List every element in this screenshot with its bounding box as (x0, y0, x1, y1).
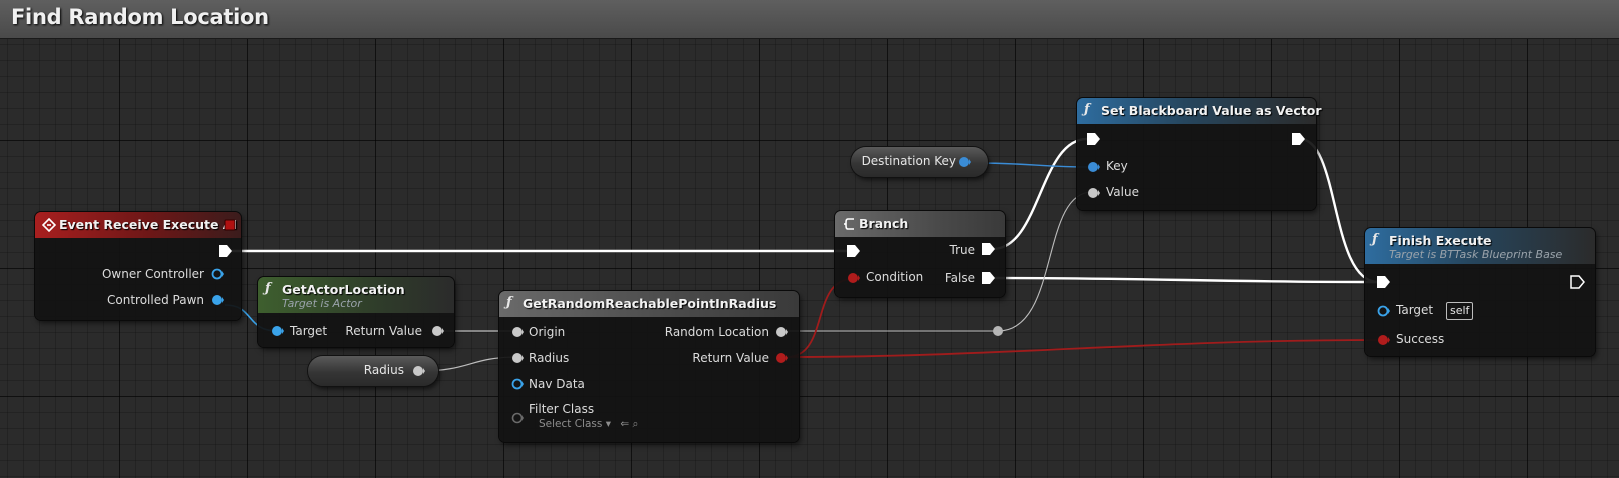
controlled-pawn-pin[interactable] (210, 293, 224, 307)
destination-key-out-pin[interactable] (957, 155, 971, 169)
value-label: Value (1106, 185, 1139, 199)
false-exec-pin[interactable] (981, 271, 997, 285)
success-label: Success (1396, 332, 1445, 346)
target-pin[interactable] (1376, 304, 1390, 318)
return-value-label: Return Value (692, 351, 769, 365)
exec-out-pin[interactable] (218, 244, 234, 258)
branch-node[interactable]: Branch True Condition False (835, 211, 1005, 297)
destination-key-label: Destination Key (861, 154, 956, 168)
node-header: ƒ Finish Execute Target is BTTask Bluepr… (1365, 228, 1595, 264)
function-icon: ƒ (1372, 232, 1378, 247)
struct-wire-destkey-key (974, 162, 1093, 168)
owner-controller-label: Owner Controller (101, 267, 204, 281)
use-selected-icon[interactable]: ⇐ (620, 418, 630, 430)
reroute-node[interactable] (993, 326, 1003, 336)
value-pin[interactable] (1086, 186, 1100, 200)
function-icon: ƒ (506, 295, 512, 310)
exec-out-pin[interactable] (1291, 132, 1307, 146)
exec-in-pin[interactable] (1086, 132, 1102, 146)
select-class-dropdown[interactable]: Select Class ▾ ⇐ ⌕ (539, 418, 638, 431)
nav-data-pin[interactable] (510, 377, 524, 391)
delegate-pin[interactable] (224, 219, 236, 231)
graph-title-bar: Find Random Location (0, 0, 1619, 39)
get-random-reachable-point-node[interactable]: ƒ GetRandomReachablePointInRadius Origin… (499, 291, 799, 442)
radius-variable-label: Radius (363, 363, 404, 377)
node-header: ƒ GetRandomReachablePointInRadius (499, 291, 799, 317)
node-title: Set Blackboard Value as Vector (1101, 103, 1322, 118)
node-title: Finish Execute (1389, 233, 1492, 248)
exec-wire-false-finish (992, 276, 1379, 284)
target-label: Target (1396, 303, 1434, 317)
node-subtitle: Target is BTTask Blueprint Base (1389, 248, 1563, 261)
target-label: Target (290, 324, 328, 338)
get-actor-location-node[interactable]: ƒ GetActorLocation Target is Actor Targe… (258, 277, 454, 347)
bool-wire-return-success (786, 339, 1379, 358)
exec-wire-true-setbb (992, 137, 1088, 251)
node-title: Branch (859, 216, 909, 231)
destination-key-variable-node[interactable]: Destination Key (851, 147, 988, 177)
controlled-pawn-label: Controlled Pawn (107, 293, 204, 307)
key-label: Key (1106, 159, 1128, 173)
target-pin[interactable] (270, 324, 284, 338)
radius-label: Radius (529, 351, 570, 365)
select-class-value: Select Class (539, 418, 603, 430)
radius-in-pin[interactable] (510, 351, 524, 365)
filter-class-label: Filter Class (529, 402, 595, 416)
node-title: GetRandomReachablePointInRadius (523, 296, 777, 311)
node-title: Event Receive Execute AI (59, 217, 238, 232)
branch-icon (844, 218, 854, 230)
finish-execute-node[interactable]: ƒ Finish Execute Target is BTTask Bluepr… (1365, 228, 1595, 356)
radius-variable-node[interactable]: Radius (308, 356, 438, 386)
random-location-pin[interactable] (774, 325, 788, 339)
event-receive-execute-ai-node[interactable]: Event Receive Execute AI Owner Controlle… (35, 212, 241, 320)
event-icon (42, 218, 56, 232)
filter-class-pin[interactable] (510, 411, 524, 425)
success-pin[interactable] (1376, 333, 1390, 347)
function-icon: ƒ (1084, 102, 1090, 117)
return-value-label: Return Value (345, 324, 422, 338)
browse-icon[interactable]: ⌕ (632, 418, 639, 430)
node-header: Event Receive Execute AI (35, 212, 241, 238)
node-header: Branch (835, 211, 1005, 237)
node-header: ƒ Set Blackboard Value as Vector (1077, 98, 1321, 124)
exec-out-pin[interactable] (1570, 275, 1586, 289)
nav-data-label: Nav Data (529, 377, 585, 391)
false-label: False (944, 271, 975, 285)
origin-label: Origin (529, 325, 566, 339)
exec-in-pin[interactable] (1376, 275, 1392, 289)
target-self-value[interactable]: self (1446, 302, 1474, 320)
return-value-pin[interactable] (774, 351, 788, 365)
node-title: GetActorLocation (282, 282, 405, 297)
random-location-label: Random Location (664, 325, 769, 339)
key-pin[interactable] (1086, 160, 1100, 174)
radius-out-pin[interactable] (411, 364, 425, 378)
exec-in-pin[interactable] (846, 244, 862, 258)
return-value-pin[interactable] (430, 324, 444, 338)
origin-pin[interactable] (510, 325, 524, 339)
condition-label: Condition (866, 270, 924, 284)
chevron-down-icon: ▾ (605, 418, 611, 430)
set-blackboard-value-as-vector-node[interactable]: ƒ Set Blackboard Value as Vector Key Val… (1077, 98, 1321, 210)
graph-title: Find Random Location (11, 5, 269, 29)
condition-pin[interactable] (846, 271, 860, 285)
node-subtitle: Target is Actor (282, 297, 362, 310)
function-icon: ƒ (265, 281, 271, 296)
true-label: True (949, 243, 976, 257)
owner-controller-pin[interactable] (210, 267, 224, 281)
true-exec-pin[interactable] (981, 242, 997, 256)
node-header: ƒ GetActorLocation Target is Actor (258, 277, 454, 313)
vector-wire-random-value (787, 191, 1093, 332)
